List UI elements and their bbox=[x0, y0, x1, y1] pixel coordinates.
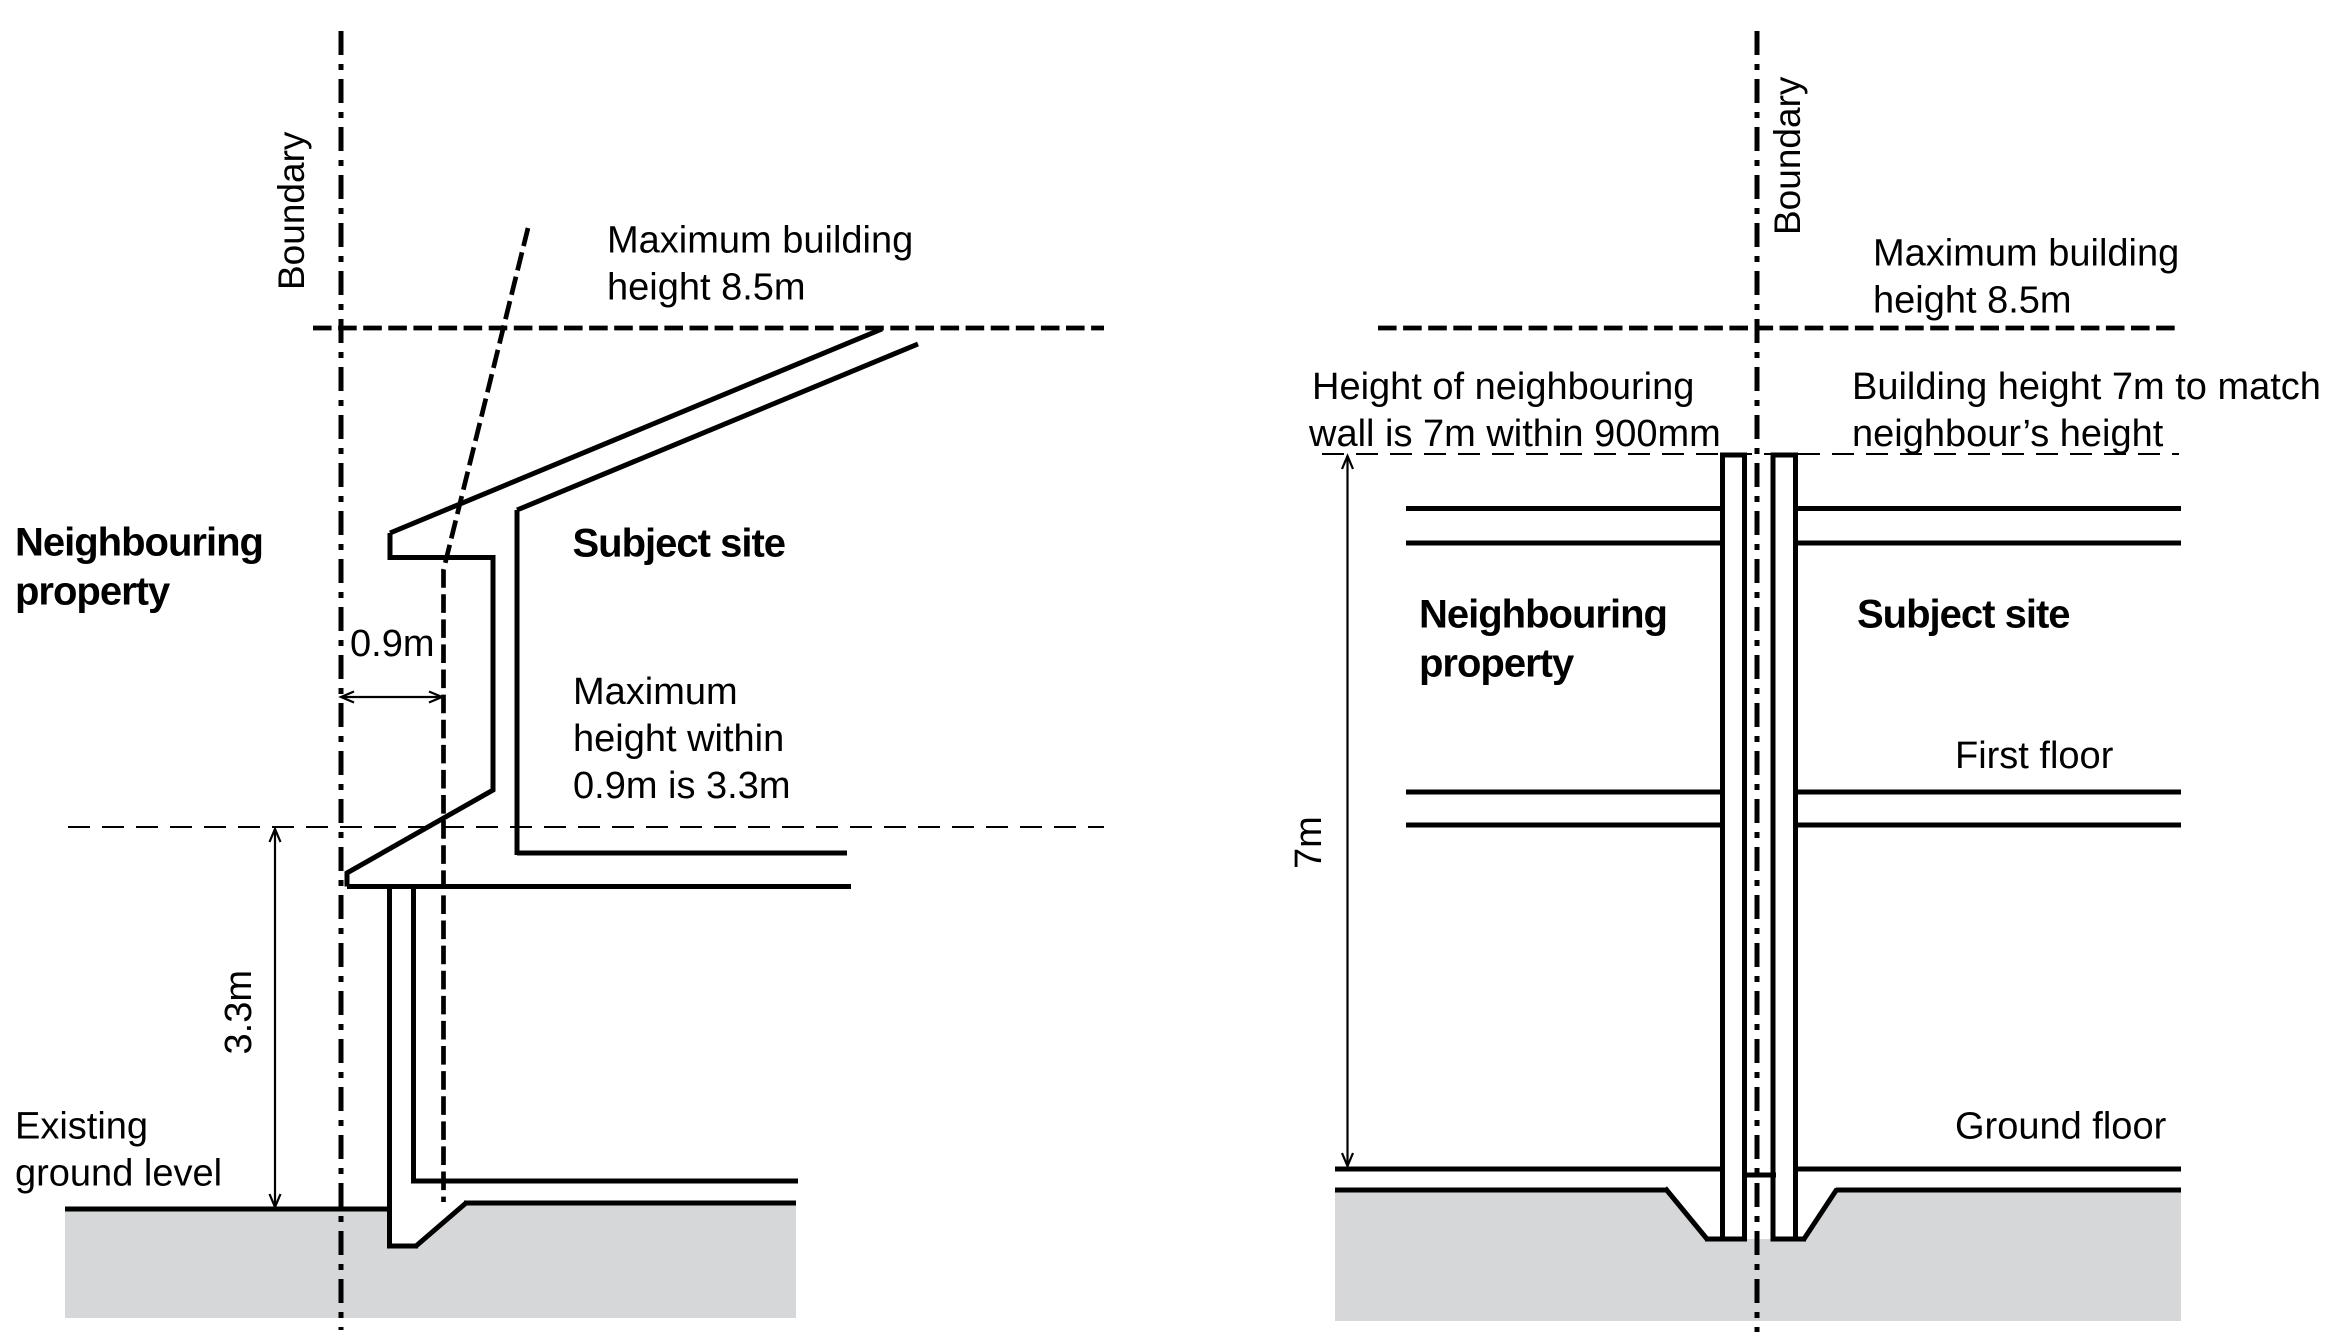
svg-text:property: property bbox=[15, 570, 171, 614]
svg-text:Neighbouring: Neighbouring bbox=[1419, 593, 1667, 637]
svg-text:height within: height within bbox=[573, 718, 784, 760]
svg-text:First floor: First floor bbox=[1955, 735, 2114, 777]
svg-text:Ground floor: Ground floor bbox=[1955, 1106, 2167, 1148]
svg-text:3.3m: 3.3m bbox=[218, 970, 260, 1054]
svg-text:Maximum building: Maximum building bbox=[1873, 233, 2179, 275]
svg-text:wall is 7m within 900mm: wall is 7m within 900mm bbox=[1308, 413, 1721, 455]
svg-text:Boundary: Boundary bbox=[1767, 76, 1808, 235]
svg-text:7m: 7m bbox=[1288, 816, 1330, 869]
svg-text:Building height 7m to match: Building height 7m to match bbox=[1852, 366, 2321, 408]
svg-text:Maximum: Maximum bbox=[573, 671, 738, 713]
svg-text:property: property bbox=[1419, 642, 1575, 686]
svg-text:Neighbouring: Neighbouring bbox=[15, 521, 263, 565]
svg-text:height 8.5m: height 8.5m bbox=[1873, 280, 2072, 322]
svg-text:Maximum building: Maximum building bbox=[607, 220, 913, 262]
svg-text:Subject site: Subject site bbox=[573, 522, 786, 566]
svg-text:neighbour’s height: neighbour’s height bbox=[1852, 413, 2164, 455]
svg-text:Subject site: Subject site bbox=[1857, 593, 2070, 637]
svg-text:Boundary: Boundary bbox=[271, 131, 312, 290]
svg-text:Height of neighbouring: Height of neighbouring bbox=[1312, 366, 1694, 408]
svg-text:Existing: Existing bbox=[15, 1106, 148, 1148]
svg-text:0.9m is 3.3m: 0.9m is 3.3m bbox=[573, 765, 791, 807]
svg-text:height 8.5m: height 8.5m bbox=[607, 267, 806, 309]
svg-text:0.9m: 0.9m bbox=[350, 623, 434, 665]
svg-text:ground level: ground level bbox=[15, 1153, 222, 1195]
